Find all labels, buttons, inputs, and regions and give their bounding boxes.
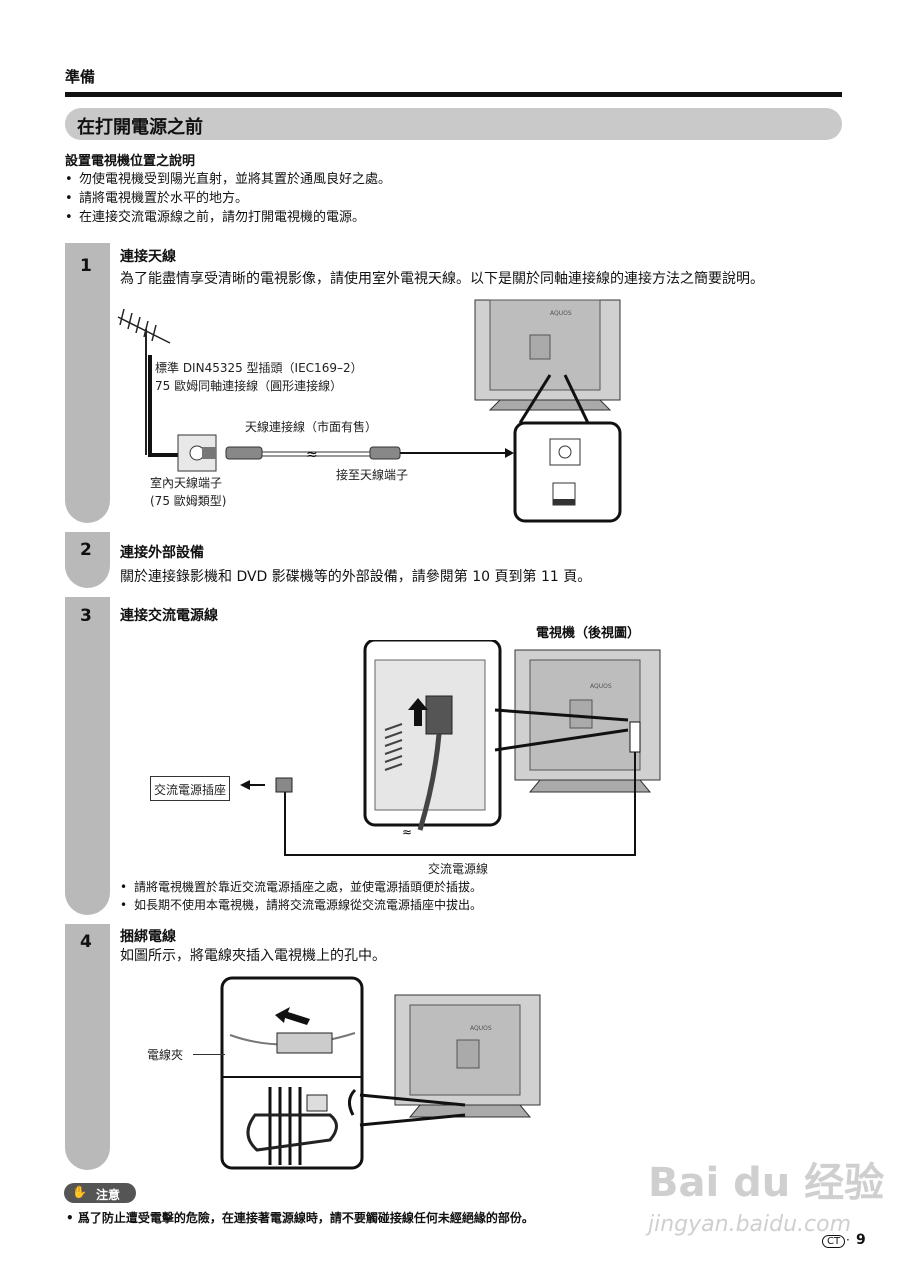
region-badge: CT	[822, 1235, 846, 1248]
plug-label-1: 標準 DIN45325 型插頭（IEC169–2）	[155, 361, 363, 375]
page-number: 9	[856, 1232, 866, 1248]
power-diagram: AQUOS ≈	[240, 640, 661, 856]
step-bar-1	[65, 243, 110, 523]
caution-text: 爲了防止遭受電擊的危險，在連接著電源線時，請不要觸碰接線任何未經絕緣的部份。	[77, 1211, 534, 1225]
placement-heading: 設置電視機位置之說明	[65, 154, 196, 169]
page-title: 在打開電源之前	[77, 117, 203, 138]
step-3-title: 連接交流電源線	[120, 608, 218, 624]
caution-badge: ✋ 注意	[64, 1183, 136, 1203]
header-rule	[65, 92, 842, 97]
step-4-text: 如圖所示，將電線夾插入電視機上的孔中。	[120, 948, 386, 964]
svg-text:≈: ≈	[306, 447, 318, 463]
caution-badge-label: 注意	[96, 1188, 121, 1202]
clamp-diagram: AQUOS	[220, 976, 541, 1170]
step-3-notes: 請將電視機置於靠近交流電源插座之處，並使電源插頭便於插拔。 如長期不使用本電視機…	[120, 878, 482, 914]
antenna-icon	[117, 308, 171, 455]
step-number-4: 4	[80, 932, 92, 952]
indoor-terminal-label-1: 室內天線端子	[150, 476, 223, 490]
svg-text:≈: ≈	[402, 825, 412, 839]
list-item: 勿使電視機受到陽光直射，並將其置於通風良好之處。	[65, 170, 391, 189]
list-item: 如長期不使用本電視機，請將交流電源線從交流電源插座中拔出。	[120, 896, 482, 914]
page-separator-icon: ·	[846, 1233, 850, 1247]
hand-icon: ✋	[72, 1185, 87, 1199]
svg-text:AQUOS: AQUOS	[590, 683, 612, 690]
step-bar-3	[65, 597, 110, 915]
step-1-text: 為了能盡情享受清晰的電視影像，請使用室外電視天線。以下是關於同軸連接線的連接方法…	[120, 271, 764, 287]
svg-text:AQUOS: AQUOS	[470, 1025, 492, 1032]
antenna-diagram: ≈ AQUOS	[117, 299, 622, 523]
bullet-icon: •	[66, 1211, 78, 1225]
outlet-label: 交流電源插座	[154, 783, 227, 797]
step-bar-2	[65, 532, 110, 588]
cord-label: 交流電源線	[428, 862, 489, 876]
plug-label-2: 75 歐姆同軸連接線（圓形連接線）	[155, 379, 343, 393]
watermark-url: jingyan.baidu.com	[648, 1212, 852, 1237]
page-title-bar: 在打開電源之前	[65, 108, 842, 140]
step-bar-4	[65, 924, 110, 1170]
clip-leader-line	[193, 1054, 225, 1055]
cable-label: 天線連接線（市面有售）	[245, 420, 378, 434]
step-2-text: 關於連接錄影機和 DVD 影碟機等的外部設備，請參閱第 10 頁到第 11 頁。	[120, 569, 592, 585]
placement-list: 勿使電視機受到陽光直射，並將其置於通風良好之處。 請將電視機置於水平的地方。 在…	[65, 170, 391, 227]
step-1-title: 連接天線	[120, 249, 176, 265]
watermark-brand: Bai du 经验	[648, 1160, 885, 1206]
clip-label: 電線夾	[147, 1048, 184, 1062]
section-label: 準備	[65, 68, 96, 86]
svg-text:AQUOS: AQUOS	[550, 310, 572, 317]
step-number-1: 1	[80, 256, 92, 276]
list-item: 在連接交流電源線之前，請勿打開電視機的電源。	[65, 208, 391, 227]
indoor-terminal-label-2: (75 歐姆類型)	[150, 494, 227, 508]
caution-text-row: • 爲了防止遭受電擊的危險，在連接著電源線時，請不要觸碰接線任何未經絕緣的部份。	[66, 1209, 534, 1226]
list-item: 請將電視機置於水平的地方。	[65, 189, 391, 208]
tv-rear-label: 電視機（後視圖）	[536, 626, 641, 641]
list-item: 請將電視機置於靠近交流電源插座之處，並使電源插頭便於插拔。	[120, 878, 482, 896]
step-2-title: 連接外部設備	[120, 545, 204, 561]
step-4-title: 捆綁電線	[120, 929, 176, 945]
step-number-2: 2	[80, 540, 92, 560]
to-terminal-label: 接至天線端子	[336, 468, 409, 482]
step-number-3: 3	[80, 606, 92, 626]
outlet-label-box: 交流電源插座	[150, 776, 231, 801]
